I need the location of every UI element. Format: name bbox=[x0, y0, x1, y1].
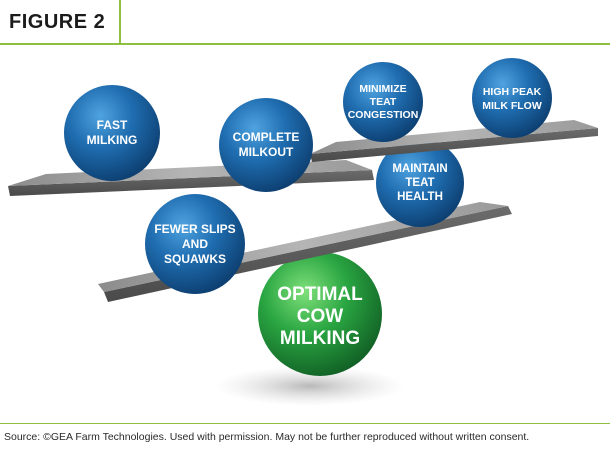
sphere-complete-line-2: MILKOUT bbox=[239, 145, 294, 159]
sphere-fast-milking: FAST MILKING bbox=[64, 85, 160, 181]
sphere-minimize-line-1: MINIMIZE bbox=[359, 83, 406, 95]
sphere-maintain-line-2: TEAT bbox=[405, 177, 434, 189]
sphere-minimize-line-3: CONGESTION bbox=[348, 109, 419, 121]
sphere-fewer-line-1: FEWER SLIPS bbox=[154, 222, 235, 236]
sphere-complete-line-1: COMPLETE bbox=[233, 130, 300, 144]
sphere-fewer-slips-and-squawks: FEWER SLIPS AND SQUAWKS bbox=[145, 194, 245, 294]
sphere-high-peak-milk-flow: HIGH PEAK MILK FLOW bbox=[472, 58, 552, 138]
balance-diagram: OPTIMAL COW MILKING FEWER SLIPS AND SQUA… bbox=[8, 58, 598, 406]
sphere-optimal-line-3: MILKING bbox=[280, 328, 360, 349]
sphere-fast-line-2: MILKING bbox=[87, 133, 138, 147]
header-rule bbox=[0, 43, 610, 45]
sphere-maintain-teat-health: MAINTAIN TEAT HEALTH bbox=[376, 139, 464, 227]
plank-middle bbox=[8, 160, 374, 196]
sphere-fewer-line-2: AND bbox=[182, 237, 208, 251]
sphere-minimize-line-2: TEAT bbox=[370, 96, 397, 108]
header-separator bbox=[119, 0, 121, 44]
sphere-maintain-line-3: HEALTH bbox=[397, 191, 443, 203]
footer-rule bbox=[0, 423, 610, 424]
figure-label: FIGURE 2 bbox=[9, 10, 106, 33]
sphere-maintain-line-1: MAINTAIN bbox=[392, 163, 447, 175]
sphere-highpeak-line-1: HIGH PEAK bbox=[483, 86, 542, 98]
sphere-minimize-teat-congestion: MINIMIZE TEAT CONGESTION bbox=[343, 62, 423, 142]
sphere-optimal-line-2: COW bbox=[297, 306, 344, 327]
sphere-optimal-line-1: OPTIMAL bbox=[277, 284, 363, 305]
sphere-highpeak-line-2: MILK FLOW bbox=[482, 100, 542, 112]
sphere-fewer-line-3: SQUAWKS bbox=[164, 252, 226, 266]
sphere-fast-line-1: FAST bbox=[97, 118, 128, 132]
figure-header: FIGURE 2 bbox=[0, 0, 610, 45]
source-credit: Source: ©GEA Farm Technologies. Used wit… bbox=[4, 431, 530, 443]
ground-shadow bbox=[215, 366, 405, 406]
sphere-optimal-cow-milking: OPTIMAL COW MILKING bbox=[258, 252, 382, 376]
sphere-complete-milkout: COMPLETE MILKOUT bbox=[219, 98, 313, 192]
